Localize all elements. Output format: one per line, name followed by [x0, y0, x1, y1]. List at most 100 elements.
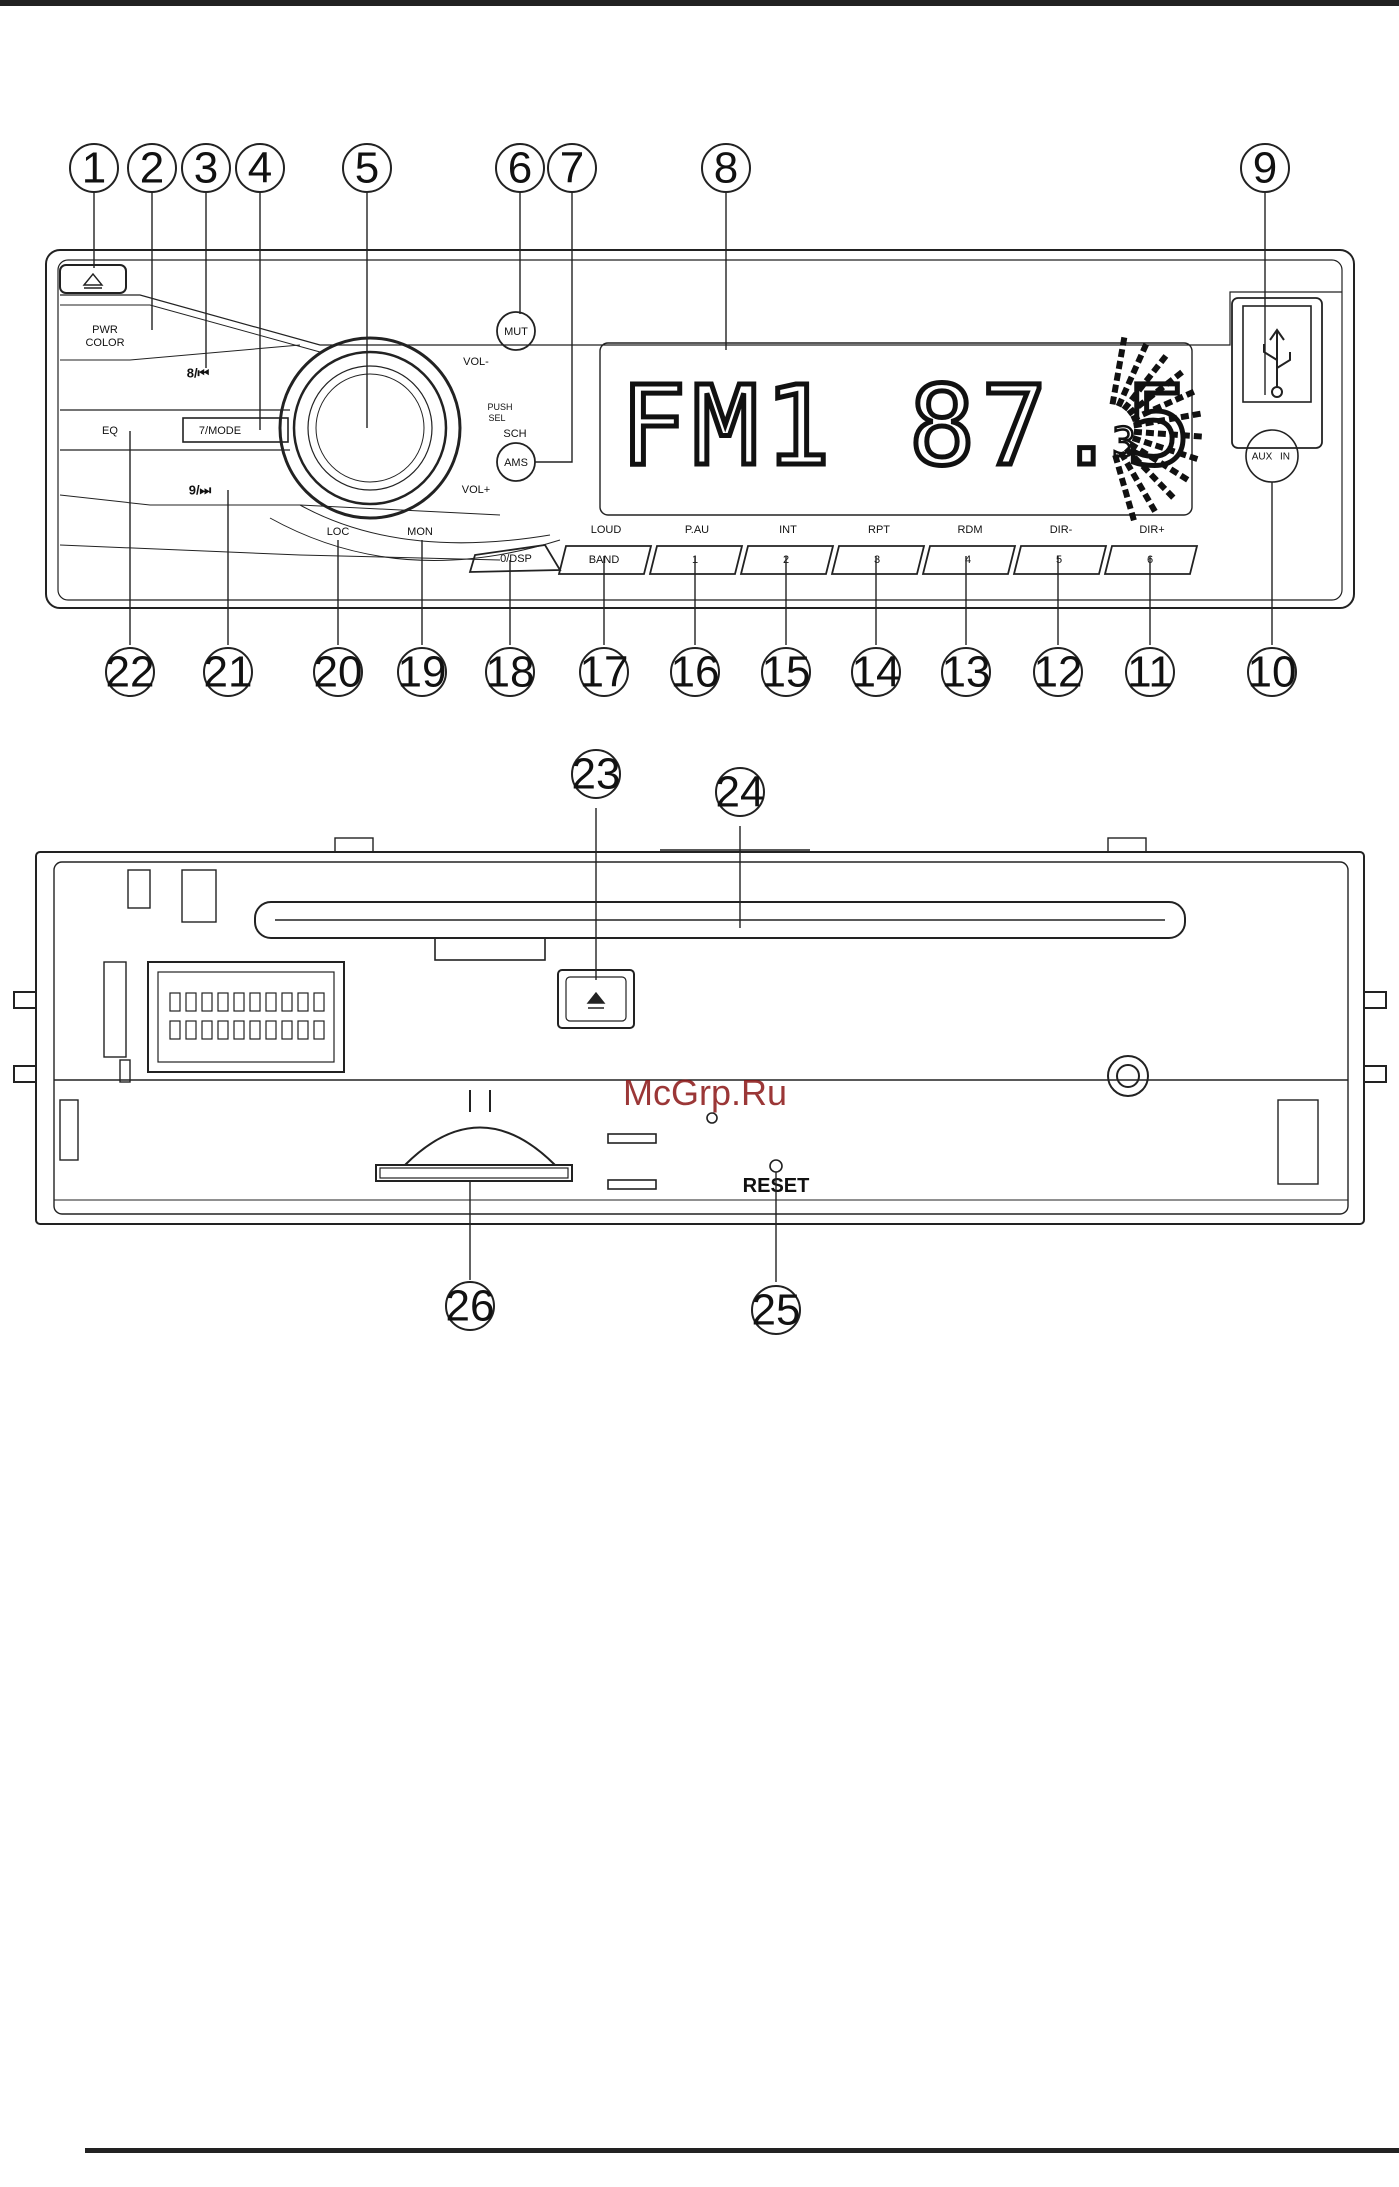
sch-label: SCH	[503, 428, 526, 440]
eject-icon-chassis	[588, 993, 604, 1008]
color-label: COLOR	[85, 337, 124, 349]
callout-4: 4	[236, 144, 284, 193]
next-track-button[interactable]: 9/⏭	[189, 483, 212, 498]
callout-label: 13	[942, 648, 991, 697]
pwr-color-button[interactable]: PWR COLOR	[85, 324, 124, 349]
callout-label: 19	[398, 648, 447, 697]
callout-label: 9	[1253, 144, 1277, 193]
loc-label: LOC	[327, 526, 350, 538]
callout-label: 26	[446, 1282, 495, 1331]
callout-label: 11	[1127, 648, 1173, 697]
aux-in-jack[interactable]: AUX IN	[1246, 430, 1298, 482]
spectrum-segment	[1134, 429, 1142, 436]
lcd-display: FM1 87.5 3	[600, 337, 1202, 521]
mute-button[interactable]: MUT	[497, 312, 535, 350]
ams-label: AMS	[504, 457, 528, 469]
callout-6: 6	[496, 144, 544, 193]
callout-7: 7	[548, 144, 596, 193]
spectrum-segment	[1142, 493, 1151, 503]
preset-top-label: DIR+	[1139, 524, 1164, 536]
chassis-round-jack	[1108, 1056, 1148, 1096]
callout-8: 8	[702, 144, 750, 193]
push-label: PUSH	[487, 402, 512, 412]
usb-port[interactable]	[1232, 298, 1322, 448]
callout-2: 2	[128, 144, 176, 193]
connector-pin	[298, 993, 308, 1011]
mode-button[interactable]: 7/MODE	[183, 418, 288, 442]
watermark: McGrp.Ru	[623, 1072, 787, 1113]
connector-pin	[170, 993, 180, 1011]
callout-18: 18	[486, 648, 535, 697]
callout-26: 26	[446, 1282, 495, 1331]
in-label: IN	[1280, 452, 1290, 463]
callout-11: 11	[1126, 648, 1174, 697]
preset-button-1[interactable]: P.AU1	[650, 524, 742, 574]
connector-pin	[234, 993, 244, 1011]
vol-plus-label: VOL+	[462, 484, 490, 496]
mut-label: MUT	[504, 326, 528, 338]
connector-pin	[250, 1021, 260, 1039]
callout-label: 21	[204, 648, 253, 697]
eject-icon	[84, 274, 102, 288]
connector-pin	[298, 1021, 308, 1039]
connector-pin	[314, 1021, 324, 1039]
spectrum-segment	[1158, 430, 1166, 437]
usb-icon	[1264, 330, 1290, 397]
callout-label: 7	[560, 144, 584, 193]
callout-label: 5	[355, 144, 379, 193]
mon-label: MON	[407, 526, 433, 538]
preset-button-6[interactable]: DIR+6	[1105, 524, 1197, 574]
callout-label: 17	[580, 648, 629, 697]
callout-13: 13	[942, 648, 991, 697]
callout-label: 2	[140, 144, 164, 193]
spectrum-segment	[1118, 349, 1125, 358]
callout-16: 16	[671, 648, 720, 697]
ams-button[interactable]: AMS	[497, 443, 535, 481]
preset-button-5[interactable]: DIR-5	[1014, 524, 1106, 574]
callout-label: 14	[852, 648, 901, 697]
callout-label: 15	[762, 648, 811, 697]
cd-slot[interactable]	[255, 902, 1185, 960]
callout-label: 20	[314, 648, 363, 697]
sel-label: SEL	[488, 413, 505, 423]
callout-1: 1	[70, 144, 118, 193]
connector-pin	[202, 1021, 212, 1039]
spectrum-segment	[1166, 490, 1176, 500]
callout-label: 23	[572, 750, 621, 799]
card-slot[interactable]	[376, 1090, 572, 1181]
connector-pin	[202, 993, 212, 1011]
preset-top-label: P.AU	[685, 524, 709, 536]
preset-label: 5	[1056, 554, 1062, 566]
connector-pin	[186, 993, 196, 1011]
dsp-button[interactable]: 0/DSP	[470, 545, 560, 572]
preset-top-label: RDM	[957, 524, 982, 536]
callout-label: 12	[1034, 648, 1083, 697]
spectrum-segment	[1148, 503, 1157, 513]
top-rule	[0, 0, 1399, 6]
wiring-connector	[148, 962, 344, 1072]
spectrum-segment	[1194, 433, 1202, 440]
eq-button[interactable]: EQ	[102, 425, 118, 437]
callout-label: 25	[752, 1286, 801, 1335]
connector-pin	[186, 1021, 196, 1039]
spectrum-segment	[1146, 430, 1154, 437]
volume-knob[interactable]	[280, 338, 460, 518]
spectrum-segment	[1140, 343, 1149, 353]
connector-pin	[266, 1021, 276, 1039]
eject-button[interactable]	[60, 265, 126, 293]
callout-15: 15	[762, 648, 811, 697]
spectrum-segment	[1122, 489, 1130, 498]
connector-pin	[314, 993, 324, 1011]
connector-pin	[250, 993, 260, 1011]
callout-3: 3	[182, 144, 230, 193]
callout-19: 19	[398, 648, 447, 697]
connector-pin	[218, 993, 228, 1011]
callout-17: 17	[580, 648, 629, 697]
connector-pin	[218, 1021, 228, 1039]
callout-5: 5	[343, 144, 391, 193]
